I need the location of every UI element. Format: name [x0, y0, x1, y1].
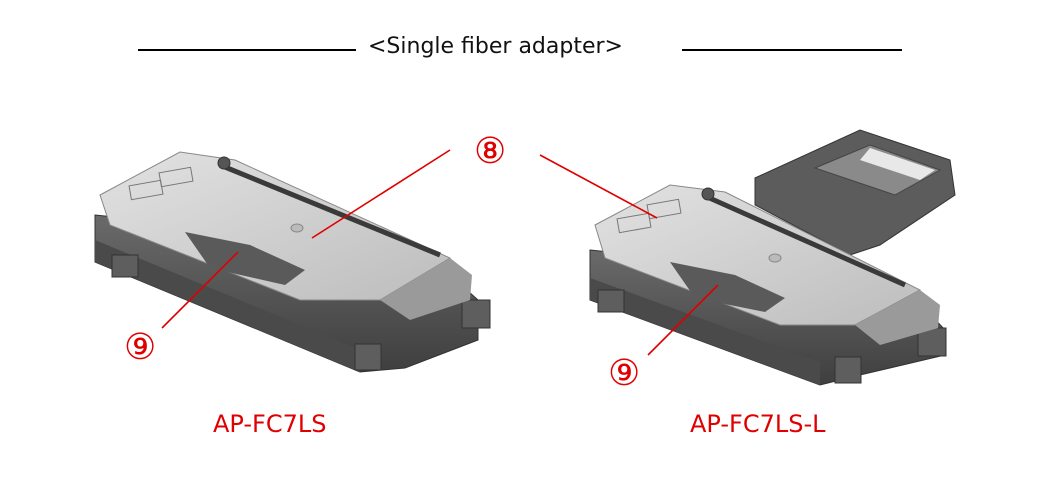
adapter-right-mark-1 — [646, 198, 682, 220]
adapter-right-foot-3 — [917, 327, 947, 357]
leader-8-right — [539, 154, 658, 219]
leader-9-right — [647, 284, 719, 356]
adapter-right-end — [855, 290, 940, 345]
adapter-left-inset — [185, 232, 305, 285]
adapter-right — [589, 129, 956, 386]
adapter-right-hole — [768, 253, 782, 263]
leader-9-left — [161, 251, 239, 329]
adapter-right-lever-window — [813, 144, 942, 196]
adapter-right-foot-2 — [834, 356, 862, 384]
adapter-right-front-face — [590, 278, 820, 385]
adapter-left-foot-1 — [111, 254, 139, 278]
adapter-right-foot-1 — [597, 289, 625, 313]
adapter-right-rail — [703, 193, 907, 288]
adapter-right-mark-2 — [616, 212, 652, 234]
adapter-left-front-face — [95, 240, 360, 372]
adapter-left-rail-pin — [217, 156, 231, 170]
adapter-right-rail-pin — [701, 187, 715, 201]
caption-right: AP-FC7LS-L — [690, 410, 826, 438]
caption-left: AP-FC7LS — [213, 410, 327, 438]
adapter-left-end — [380, 258, 472, 320]
title-text: <Single fiber adapter> — [368, 34, 623, 59]
adapter-left-mark-1 — [158, 166, 194, 188]
leader-lines — [161, 149, 719, 356]
callout-9-left: ⑨ — [124, 327, 157, 368]
adapter-right-lever-highlight — [860, 148, 935, 180]
adapter-left-foot-2 — [354, 343, 382, 371]
adapter-right-inset — [670, 262, 785, 312]
adapter-left-mark-2 — [128, 179, 164, 201]
title-rule-left — [138, 49, 356, 51]
adapter-left-foot-3 — [461, 299, 491, 329]
adapter-left-hole — [290, 223, 304, 233]
title-rule-right — [682, 49, 902, 51]
leader-8-left — [311, 149, 451, 239]
callout-9-right: ⑨ — [608, 353, 641, 394]
callout-8: ⑧ — [474, 131, 507, 172]
adapter-left — [94, 151, 491, 373]
diagram-title: <Single fiber adapter> — [0, 30, 1051, 70]
adapter-left-rail — [219, 162, 441, 258]
